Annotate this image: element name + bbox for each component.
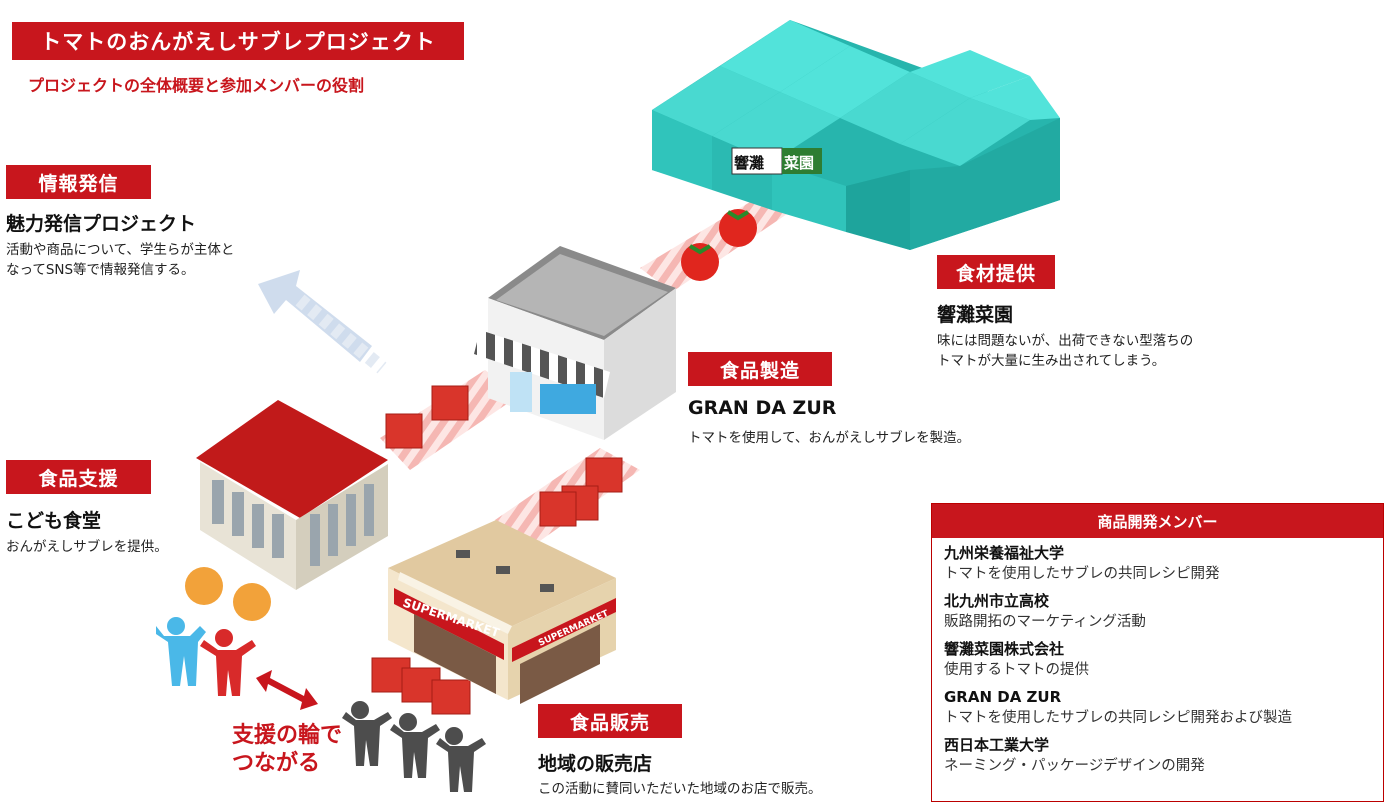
support-double-arrow: [256, 670, 318, 710]
sales-desc: この活動に賛同いただいた地域のお店で販売。: [538, 781, 822, 797]
greenhouse-sign-2: 菜園: [783, 154, 814, 172]
members-panel: 商品開発メンバー 九州栄養福祉大学 トマトを使用したサブレの共同レシピ開発 北九…: [931, 503, 1384, 802]
support-heading: こども食堂: [6, 510, 102, 532]
info-desc: 活動や商品について、学生らが主体と なってSNS等で情報発信する。: [6, 240, 234, 280]
member-name: GRAN DA ZUR: [944, 688, 1062, 706]
info-heading: 魅力発信プロジェクト: [6, 213, 197, 235]
cafeteria-illustration: [196, 400, 388, 590]
supply-tag: 食材提供: [937, 255, 1055, 289]
member-item: 響灘菜園株式会社 使用するトマトの提供: [944, 638, 1371, 680]
manufacture-desc: トマトを使用して、おんがえしサブレを製造。: [688, 430, 971, 446]
greenhouse-illustration: 響灘 菜園: [652, 20, 1060, 250]
member-item: 九州栄養福祉大学 トマトを使用したサブレの共同レシピ開発: [944, 542, 1371, 584]
supply-desc-line2: トマトが大量に生み出されてしまう。: [937, 353, 1166, 369]
support-ring-text: 支援の輪で つながる: [232, 722, 342, 778]
page-subtitle: プロジェクトの全体概要と参加メンバーの役割: [28, 76, 365, 95]
supply-heading: 響灘菜園: [937, 304, 1014, 326]
member-role: トマトを使用したサブレの共同レシピ開発: [944, 566, 1220, 582]
tomatoes-on-path: [681, 209, 757, 281]
info-desc-line1: 活動や商品について、学生らが主体と: [6, 242, 235, 258]
members-list: 九州栄養福祉大学 トマトを使用したサブレの共同レシピ開発 北九州市立高校 販路開…: [932, 538, 1383, 776]
sales-heading: 地域の販売店: [538, 753, 653, 775]
support-ring-line1: 支援の輪で: [232, 723, 343, 748]
info-broadcast-arrow: [258, 270, 387, 374]
member-item: 西日本工業大学 ネーミング・パッケージデザインの開発: [944, 734, 1371, 776]
support-desc: おんがえしサブレを提供。: [6, 539, 168, 555]
member-role: ネーミング・パッケージデザインの開発: [944, 758, 1205, 774]
member-role: トマトを使用したサブレの共同レシピ開発および製造: [944, 710, 1292, 726]
manufacture-heading: GRAN DA ZUR: [688, 397, 837, 419]
member-name: 響灘菜園株式会社: [944, 640, 1065, 658]
donated-tomatoes: [185, 567, 271, 621]
info-desc-line2: なってSNS等で情報発信する。: [6, 262, 195, 278]
info-tag: 情報発信: [6, 165, 151, 199]
people-figures: [156, 617, 486, 792]
supermarket-illustration: SUPERMARKET SUPERMARKET: [388, 520, 616, 704]
member-name: 北九州市立高校: [944, 592, 1050, 610]
greenhouse-sign-1: 響灘: [734, 154, 764, 172]
sales-tag: 食品販売: [538, 704, 682, 738]
members-header: 商品開発メンバー: [932, 504, 1383, 538]
product-boxes: [371, 385, 623, 715]
member-item: 北九州市立高校 販路開拓のマーケティング活動: [944, 590, 1371, 632]
member-name: 西日本工業大学: [944, 736, 1050, 754]
factory-illustration: [474, 246, 676, 440]
supply-desc: 味には問題ないが、出荷できない型落ちの トマトが大量に生み出されてしまう。: [937, 331, 1193, 371]
member-role: 使用するトマトの提供: [944, 662, 1089, 678]
support-ring-line2: つながる: [232, 751, 321, 776]
member-role: 販路開拓のマーケティング活動: [944, 614, 1146, 630]
member-name: 九州栄養福祉大学: [944, 544, 1065, 562]
member-item: GRAN DA ZUR トマトを使用したサブレの共同レシピ開発および製造: [944, 686, 1371, 728]
manufacture-tag: 食品製造: [688, 352, 832, 386]
page-title: トマトのおんがえしサブレプロジェクト: [12, 22, 464, 60]
support-tag: 食品支援: [6, 460, 151, 494]
supply-desc-line1: 味には問題ないが、出荷できない型落ちの: [937, 333, 1194, 349]
